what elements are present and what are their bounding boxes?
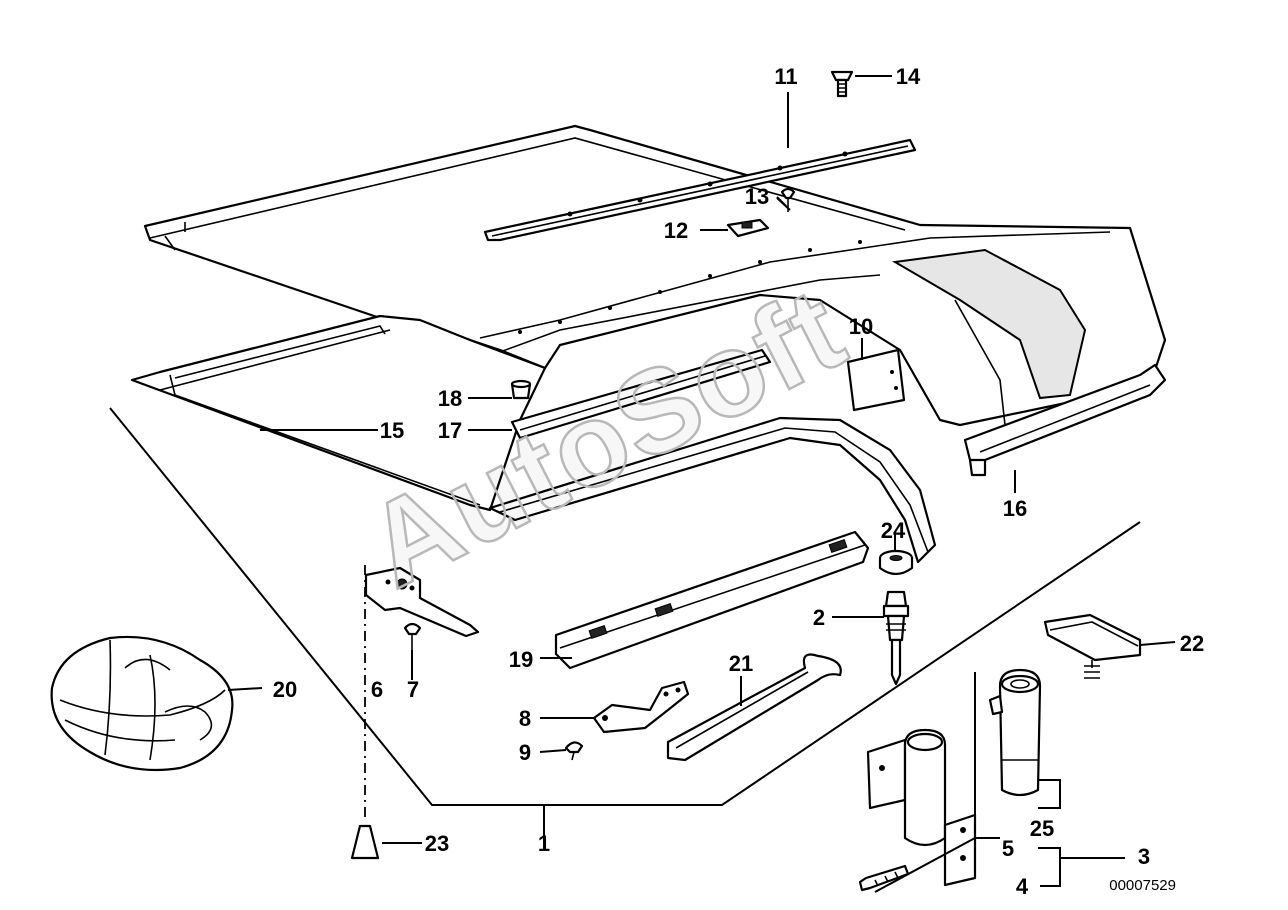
drawing-code: 00007529 — [1109, 877, 1176, 894]
callout-4: 4 — [1016, 874, 1029, 899]
clip-part-12 — [726, 218, 770, 238]
callout-6: 6 — [371, 677, 383, 702]
wrench-part-21 — [666, 653, 842, 762]
hardtop-roof-panel — [143, 124, 1167, 427]
grommet-part-18 — [510, 379, 532, 400]
channel-strip-part-19 — [554, 530, 870, 670]
callout-labels: 1 2 3 4 5 6 7 8 9 10 11 12 13 14 15 16 1… — [273, 64, 1204, 899]
plate-part-10 — [846, 348, 906, 412]
callout-24: 24 — [881, 518, 906, 543]
callout-14: 14 — [896, 64, 921, 89]
callout-15: 15 — [380, 418, 404, 443]
callout-18: 18 — [438, 386, 462, 411]
callout-8: 8 — [519, 706, 531, 731]
callout-5: 5 — [1002, 836, 1014, 861]
callout-2: 2 — [813, 605, 825, 630]
screw-part-7 — [403, 622, 422, 650]
callout-16: 16 — [1003, 496, 1027, 521]
callout-10: 10 — [849, 314, 873, 339]
leader-lines — [227, 75, 1176, 887]
callout-25: 25 — [1030, 816, 1054, 841]
roof-rail-strip-part-11 — [483, 138, 917, 242]
callout-11: 11 — [774, 64, 797, 89]
rail-part-17 — [488, 348, 937, 564]
callout-3: 3 — [1138, 844, 1150, 869]
sleeve-part-25 — [988, 668, 1042, 797]
frame-part-15 — [130, 314, 547, 512]
callout-12: 12 — [664, 218, 688, 243]
callout-9: 9 — [519, 740, 531, 765]
callout-13: 13 — [745, 184, 769, 209]
callout-19: 19 — [509, 647, 533, 672]
callout-17: 17 — [438, 418, 462, 443]
callout-23: 23 — [425, 831, 449, 856]
screw-part-13 — [780, 187, 796, 212]
bushing-part-24 — [878, 549, 914, 576]
seal-strip-part-16 — [963, 363, 1167, 477]
lock-pin-part-2 — [882, 590, 910, 686]
callout-22: 22 — [1180, 631, 1204, 656]
screw-part-14 — [830, 70, 854, 98]
screw-part-9 — [564, 741, 584, 761]
cap-part-22 — [1043, 613, 1142, 679]
hinge-bracket-part-6 — [364, 566, 480, 638]
callout-7: 7 — [407, 677, 419, 702]
plug-part-23 — [350, 824, 380, 860]
callout-20: 20 — [273, 677, 297, 702]
cover-bag-part-20 — [50, 635, 234, 772]
callout-1: 1 — [538, 831, 550, 856]
assembly-outline — [109, 407, 1141, 893]
latch-part-8 — [592, 680, 690, 734]
callout-21: 21 — [729, 651, 753, 676]
bracket-part-3 — [866, 728, 977, 887]
